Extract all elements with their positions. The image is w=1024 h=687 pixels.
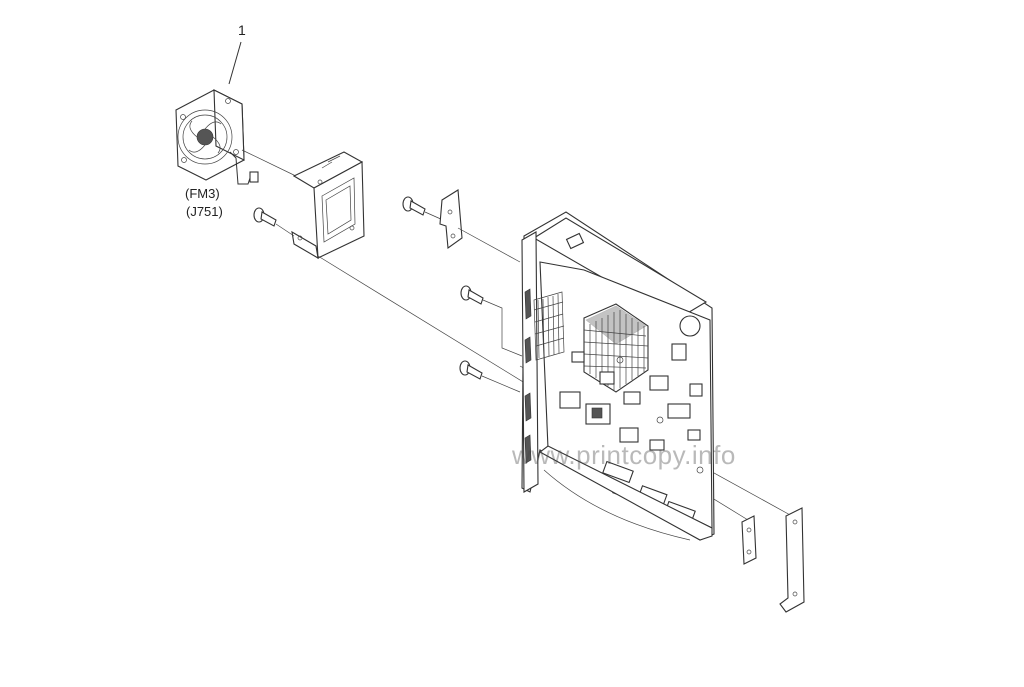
watermark: www.printcopy.info — [512, 440, 736, 470]
heatsink — [583, 303, 649, 393]
screw-icon — [402, 196, 426, 216]
fan-label: (FM3) — [185, 186, 220, 201]
screw-icon — [253, 207, 277, 227]
callout-number: 1 — [238, 22, 246, 38]
connector-label: (J751) — [186, 204, 223, 219]
side-plate — [741, 515, 757, 565]
fan-icon — [175, 89, 245, 181]
screw-icon — [460, 285, 484, 305]
formatter-board — [521, 211, 715, 541]
fan-cable — [229, 151, 251, 185]
side-plate — [779, 507, 805, 613]
side-plate — [439, 189, 463, 250]
fan-bracket — [291, 151, 365, 260]
callout-leader-line — [228, 41, 242, 85]
screw-icon — [459, 360, 483, 380]
fan-connector — [249, 171, 259, 183]
